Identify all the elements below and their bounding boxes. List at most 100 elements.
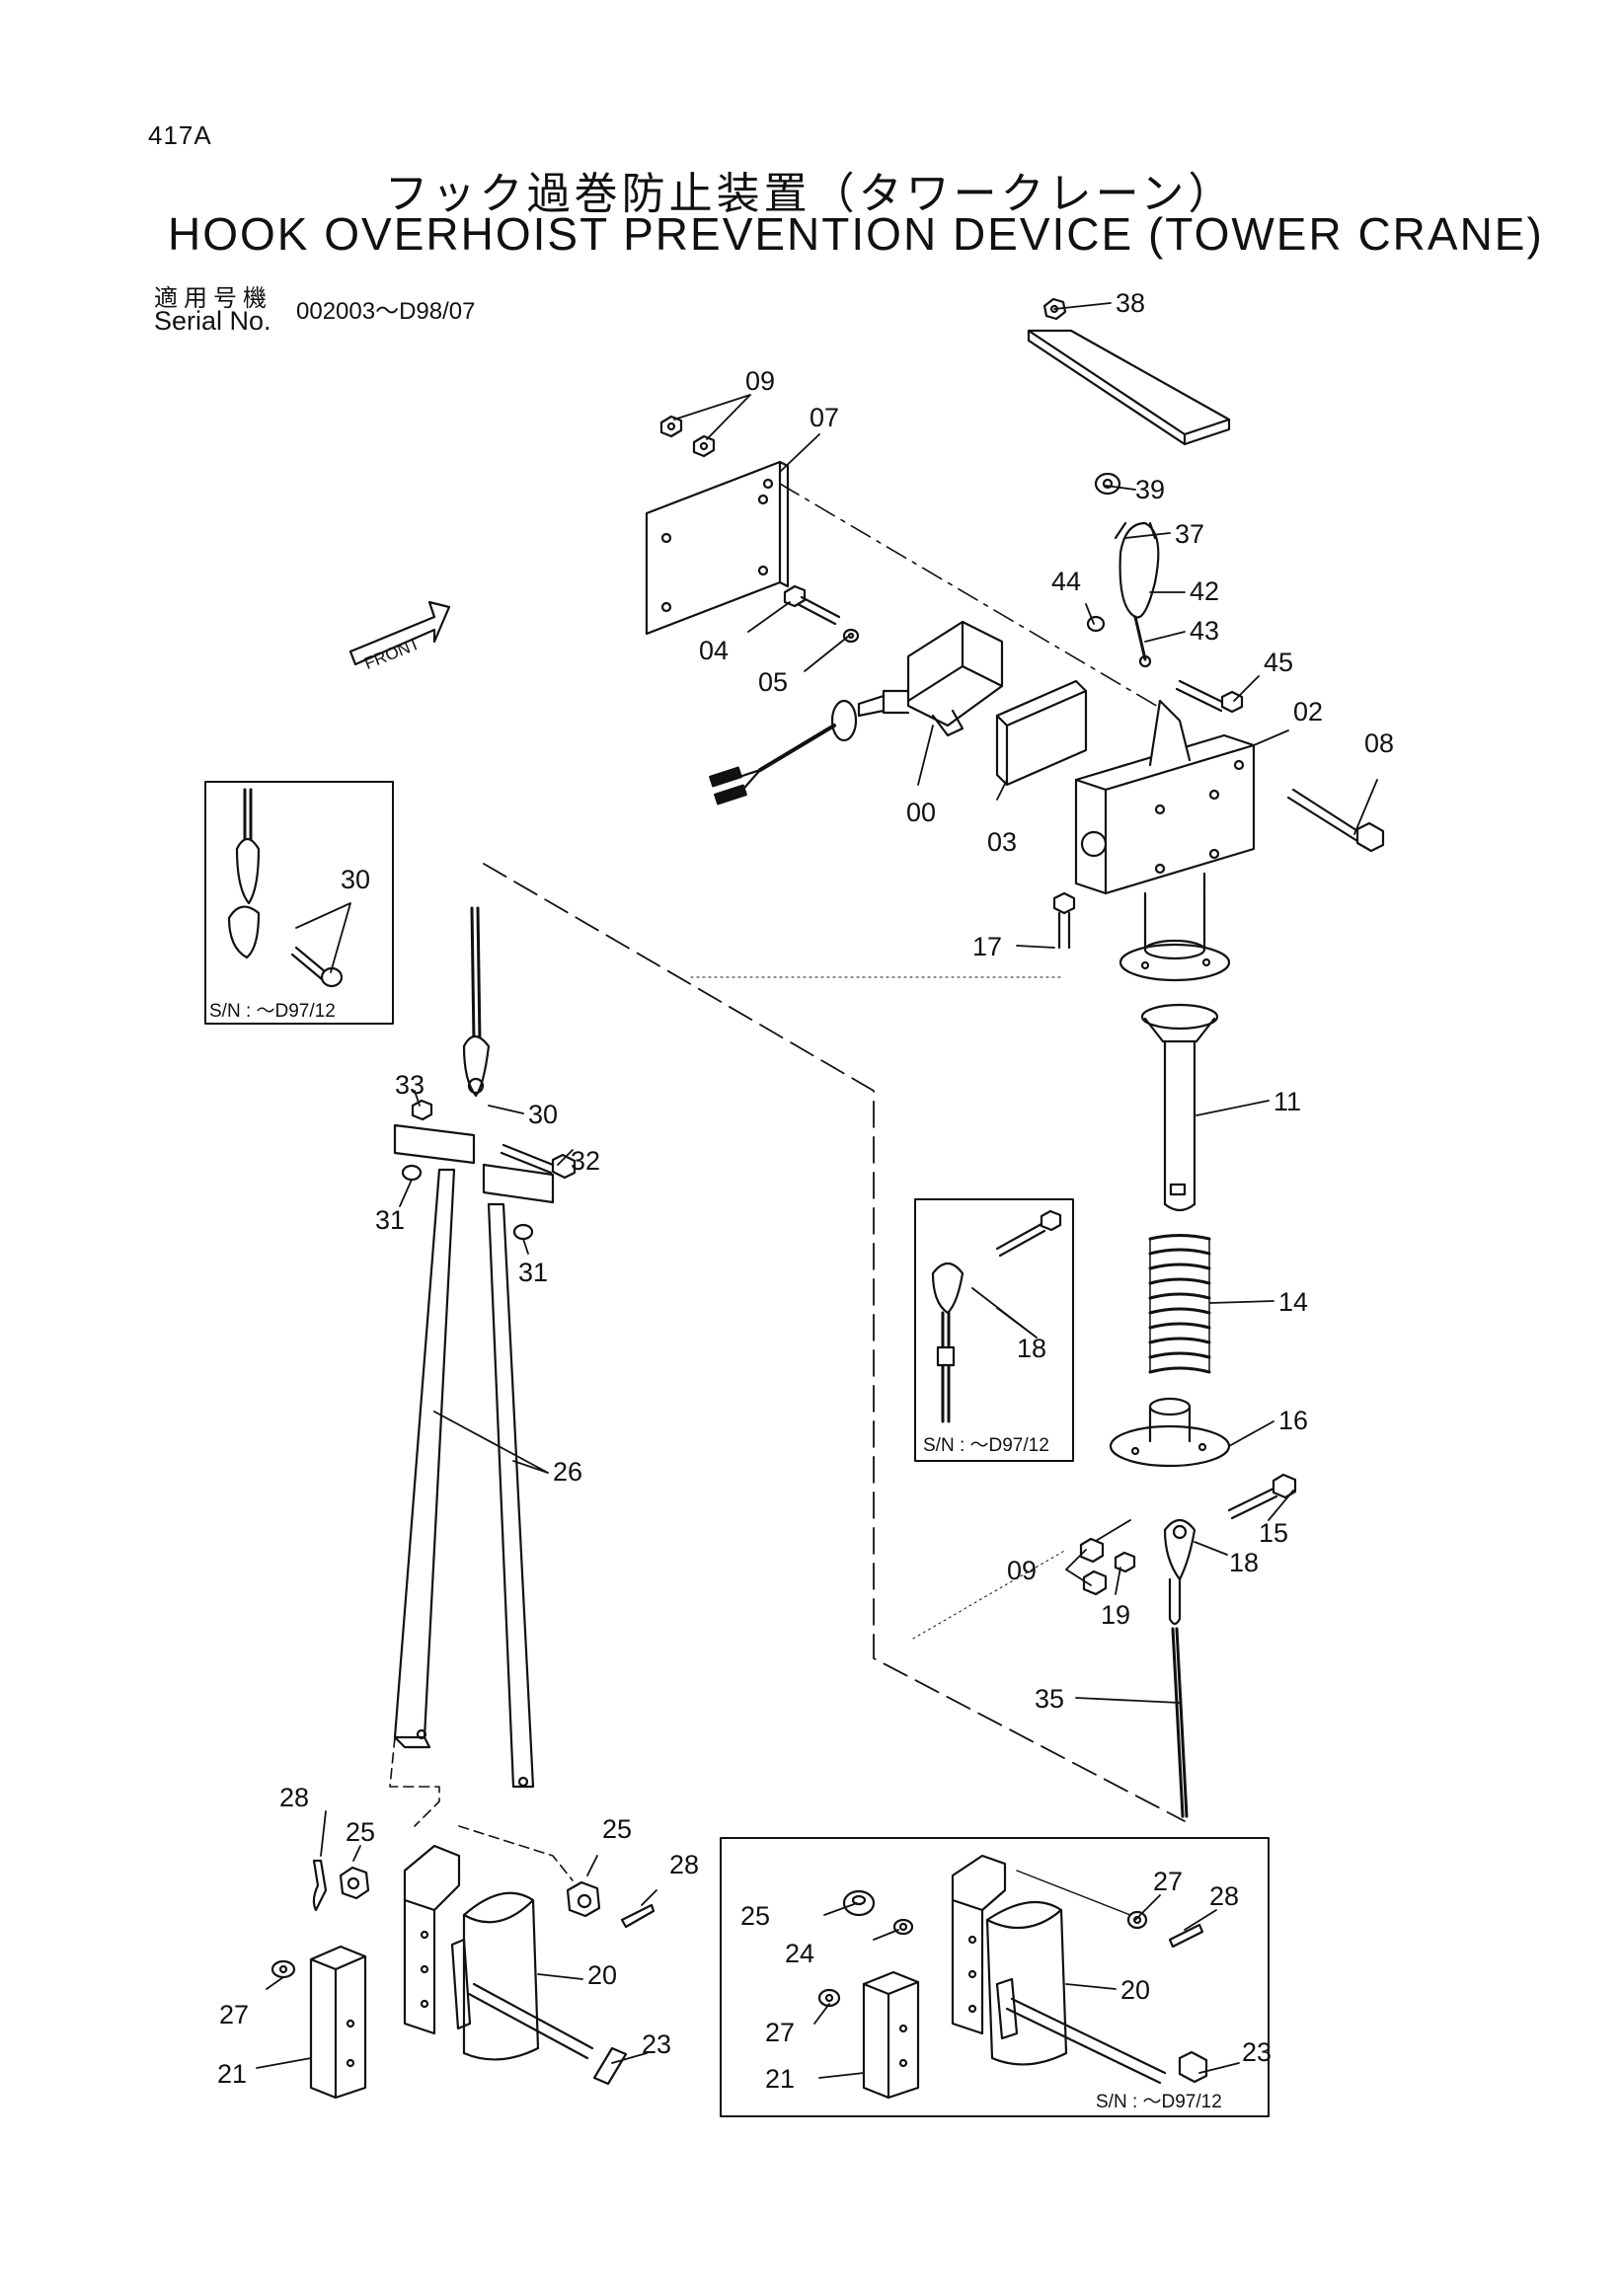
callout-26: 26 [553, 1457, 582, 1487]
plunger-rod [1140, 1003, 1219, 1212]
link-rod-left [393, 1168, 456, 1749]
callout-27-right-top: 27 [1153, 1867, 1183, 1896]
block-body-left [403, 1844, 540, 2061]
block-body-right [951, 1854, 1068, 2066]
block-bolt-left [467, 1982, 628, 2086]
inset-box-18 [914, 1198, 1074, 1462]
callout-05: 05 [758, 667, 788, 697]
callout-11: 11 [1273, 1087, 1301, 1116]
callout-18: 18 [1229, 1548, 1259, 1577]
inset-18-serial-note: S/N : ～D97/12 [923, 1435, 1049, 1456]
leader-lines [256, 302, 1378, 2079]
callout-19: 19 [1101, 1600, 1130, 1630]
serial-label-japanese: 適用号機 [154, 284, 272, 312]
hex-nut [1114, 1551, 1136, 1573]
callout-33: 33 [395, 1070, 424, 1100]
callout-03: 03 [987, 827, 1017, 857]
callout-21-left: 21 [217, 2059, 247, 2089]
inset-box-bottom [720, 1837, 1270, 2117]
hex-nut [692, 434, 716, 458]
coil-spring [1148, 1234, 1211, 1374]
inset-box-30 [204, 781, 394, 1025]
lug-plate-right [482, 1163, 555, 1204]
serial-range: 002003～D98/07 [296, 298, 476, 325]
callout-08: 08 [1364, 728, 1394, 758]
lug-plate-left [393, 1123, 476, 1165]
washer [401, 1164, 423, 1182]
hex-nut [411, 1099, 433, 1121]
callout-30-inset: 30 [341, 865, 370, 894]
callout-25-mid: 25 [602, 1814, 632, 1844]
inset-30-serial-note: S/N : ～D97/12 [209, 1001, 336, 1022]
washer [512, 1223, 534, 1241]
spring-seat [1109, 1397, 1231, 1468]
bracket-plate [645, 460, 790, 636]
callout-39: 39 [1135, 475, 1165, 504]
washer [892, 1918, 914, 1936]
small-nut [1086, 615, 1106, 633]
washer [270, 1959, 296, 1979]
block-bolt-right [1005, 1997, 1208, 2085]
callout-28-right: 28 [669, 1850, 699, 1879]
shackle [1114, 521, 1160, 668]
callout-07: 07 [810, 403, 839, 432]
washer [1126, 1910, 1148, 1930]
washer [842, 628, 860, 644]
cotter-pin [620, 1903, 656, 1929]
callout-42: 42 [1190, 576, 1219, 606]
hex-nut [1082, 1569, 1108, 1596]
washer [817, 1988, 841, 2008]
block-bar-right [862, 1970, 920, 2100]
callout-14: 14 [1278, 1287, 1308, 1317]
switch-cover [995, 679, 1088, 787]
callout-09-bottom: 09 [1007, 1556, 1037, 1585]
callout-20-right: 20 [1120, 1975, 1150, 2005]
callout-37: 37 [1175, 519, 1204, 549]
callout-28-inset: 28 [1209, 1881, 1239, 1911]
callout-38: 38 [1116, 288, 1145, 318]
collar [842, 1889, 876, 1917]
wire-rope [1168, 1577, 1189, 1818]
cotter-pin [312, 1859, 328, 1912]
front-arrow: FRONT [348, 600, 451, 673]
serial-label-english: Serial No. [154, 306, 271, 336]
hex-bolt [783, 584, 841, 626]
short-bolt [1052, 891, 1076, 950]
callout-27-inset: 27 [765, 2018, 795, 2047]
callout-17: 17 [972, 932, 1002, 961]
callout-31-right: 31 [518, 1258, 548, 1287]
callout-labels: 38 39 37 42 43 44 45 02 08 09 07 04 05 0… [217, 288, 1394, 2094]
limit-switch [709, 620, 1004, 805]
callout-04: 04 [699, 636, 729, 665]
callout-30: 30 [528, 1100, 558, 1129]
callout-18-inset: 18 [1017, 1334, 1046, 1363]
castle-nut [566, 1880, 601, 1918]
inset-bottom-serial-note: S/N : ～D97/12 [1096, 2092, 1222, 2112]
page-code: 417A [148, 120, 212, 150]
block-bar-left [309, 1945, 367, 2100]
callout-27-left: 27 [219, 2000, 249, 2029]
callout-32: 32 [571, 1146, 600, 1176]
callout-21-right: 21 [765, 2064, 795, 2094]
callout-24: 24 [785, 1939, 814, 1968]
title-english: HOOK OVERHOIST PREVENTION DEVICE (TOWER … [168, 208, 1544, 260]
callout-35: 35 [1035, 1684, 1064, 1714]
wire-clamp [1163, 1518, 1196, 1581]
callout-45: 45 [1264, 648, 1293, 677]
pin-bolt [1175, 679, 1244, 714]
round-nut [1094, 472, 1121, 496]
callout-23-right: 23 [1242, 2037, 1272, 2067]
callout-09-top: 09 [745, 366, 775, 396]
wire-rope-left [462, 906, 491, 1098]
post-bracket [1074, 699, 1256, 982]
callout-00: 00 [906, 798, 936, 827]
castle-nut [339, 1866, 370, 1900]
callout-16: 16 [1278, 1406, 1308, 1435]
callout-31-left: 31 [375, 1205, 405, 1235]
callout-25-left: 25 [346, 1817, 375, 1847]
callout-15: 15 [1259, 1518, 1288, 1548]
wedge-clamp [1027, 329, 1231, 446]
callout-28-left: 28 [279, 1783, 309, 1812]
callout-43: 43 [1190, 616, 1219, 646]
